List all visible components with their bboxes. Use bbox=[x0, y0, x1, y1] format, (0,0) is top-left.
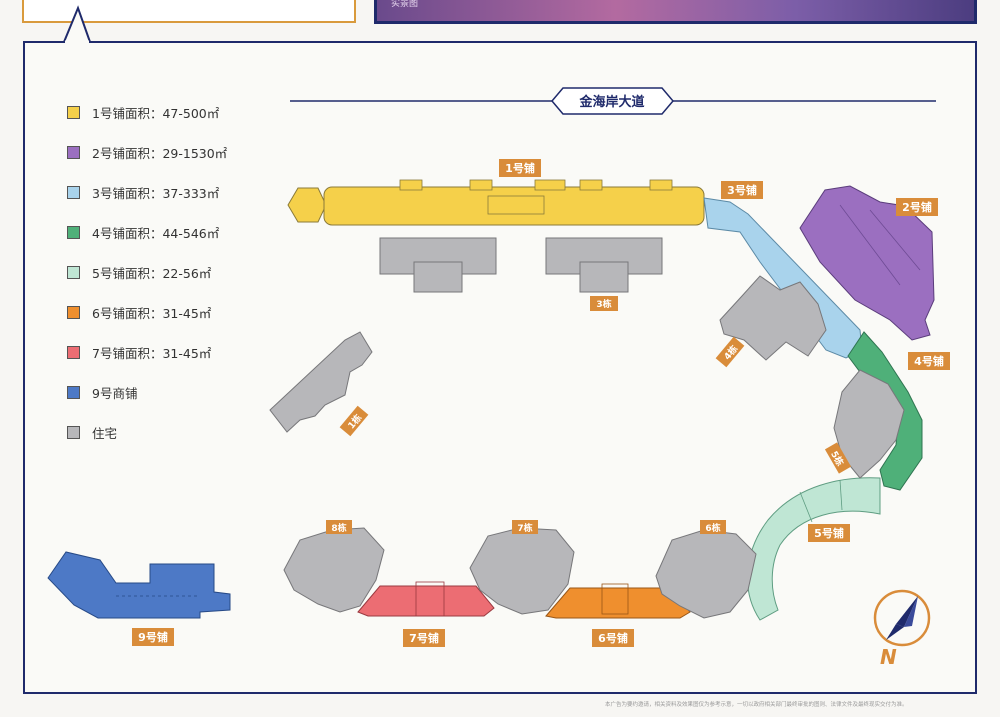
legend-label: 2号铺面积：29-1530㎡ bbox=[92, 145, 228, 161]
svg-text:6栋: 6栋 bbox=[705, 522, 720, 534]
svg-text:7栋: 7栋 bbox=[517, 522, 532, 534]
compass-icon: N bbox=[873, 589, 931, 669]
legend-label: 4号铺面积：44-546㎡ bbox=[92, 225, 220, 241]
legend-item: 2号铺面积：29-1530㎡ bbox=[67, 132, 227, 172]
shop-1-area[interactable] bbox=[287, 179, 705, 226]
residential-building-5 bbox=[833, 369, 905, 479]
building-3-tag: 3栋 bbox=[590, 296, 618, 311]
legend-label: 9号商铺 bbox=[92, 385, 138, 401]
legend-swatch bbox=[67, 105, 80, 119]
shop-4-tag: 4号铺 bbox=[908, 352, 950, 370]
building-8-tag: 8栋 bbox=[326, 520, 352, 534]
svg-text:7号铺: 7号铺 bbox=[409, 631, 439, 645]
road-name: 金海岸大道 bbox=[578, 94, 644, 110]
legend-item: 7号铺面积：31-45㎡ bbox=[67, 332, 227, 372]
svg-text:1号铺: 1号铺 bbox=[505, 161, 535, 175]
legend-label: 7号铺面积：31-45㎡ bbox=[92, 345, 212, 361]
shop-2-area[interactable] bbox=[799, 185, 935, 341]
legend-item: 1号铺面积：47-500㎡ bbox=[67, 92, 227, 132]
shop-3-tag: 3号铺 bbox=[721, 181, 763, 199]
legend: 1号铺面积：47-500㎡ 2号铺面积：29-1530㎡ 3号铺面积：37-333㎡… bbox=[67, 92, 227, 452]
legend-label: 6号铺面积：31-45㎡ bbox=[92, 305, 212, 321]
shop-6-tag: 6号铺 bbox=[592, 629, 634, 647]
building-6-tag: 6栋 bbox=[700, 520, 726, 534]
svg-text:3号铺: 3号铺 bbox=[727, 183, 757, 197]
svg-text:6号铺: 6号铺 bbox=[598, 631, 628, 645]
building-4-tag: 4栋 bbox=[715, 336, 745, 368]
building-1-tag: 1栋 bbox=[339, 405, 369, 437]
residential-building-7 bbox=[469, 527, 575, 615]
legend-item: 5号铺面积：22-56㎡ bbox=[67, 252, 227, 292]
road-jinhaian: 金海岸大道 bbox=[290, 87, 936, 115]
legend-item: 9号商铺 bbox=[67, 372, 227, 412]
legend-item: 6号铺面积：31-45㎡ bbox=[67, 292, 227, 332]
residential-building-3-west bbox=[379, 237, 497, 293]
residential-building-3 bbox=[545, 237, 663, 293]
shop-9-area[interactable] bbox=[47, 551, 231, 619]
building-7-tag: 7栋 bbox=[512, 520, 538, 534]
shop-2-tag: 2号铺 bbox=[896, 198, 938, 216]
legend-item: 4号铺面积：44-546㎡ bbox=[67, 212, 227, 252]
shop-1-tag: 1号铺 bbox=[499, 159, 541, 177]
svg-text:9号铺: 9号铺 bbox=[138, 630, 168, 644]
legend-swatch bbox=[67, 225, 80, 239]
compass-north-letter: N bbox=[880, 645, 897, 669]
legend-swatch bbox=[67, 265, 80, 279]
legend-label: 5号铺面积：22-56㎡ bbox=[92, 265, 212, 281]
shop-5-tag: 5号铺 bbox=[808, 524, 850, 542]
legend-item: 3号铺面积：37-333㎡ bbox=[67, 172, 227, 212]
top-right-photo-strip: 实景图 bbox=[374, 0, 977, 24]
shop-9-tag: 9号铺 bbox=[132, 628, 174, 646]
svg-text:8栋: 8栋 bbox=[331, 522, 346, 534]
svg-text:3栋: 3栋 bbox=[596, 298, 611, 310]
shop-6-area[interactable] bbox=[545, 583, 691, 619]
legend-label: 3号铺面积：37-333㎡ bbox=[92, 185, 220, 201]
legend-swatch bbox=[67, 185, 80, 199]
residential-building-4 bbox=[719, 275, 827, 361]
legend-item: 住宅 bbox=[67, 412, 227, 452]
legend-swatch bbox=[67, 425, 80, 439]
shop-7-area[interactable] bbox=[357, 581, 495, 617]
photo-caption: 实景图 bbox=[391, 0, 419, 9]
residential-building-1 bbox=[269, 331, 373, 433]
residential-building-6 bbox=[655, 529, 757, 619]
footer-disclaimer: 本广告为要约邀请，相关资料及效果图仅为参考示意，一切以政府相关部门最终审批的图则… bbox=[605, 702, 908, 708]
shop-7-tag: 7号铺 bbox=[403, 629, 445, 647]
shop-5-area[interactable] bbox=[747, 477, 881, 621]
svg-text:5号铺: 5号铺 bbox=[814, 526, 844, 540]
legend-label: 住宅 bbox=[92, 425, 118, 441]
residential-building-8 bbox=[283, 527, 385, 613]
legend-swatch bbox=[67, 305, 80, 319]
legend-swatch bbox=[67, 145, 80, 159]
legend-label: 1号铺面积：47-500㎡ bbox=[92, 105, 220, 121]
legend-swatch bbox=[67, 385, 80, 399]
svg-text:4号铺: 4号铺 bbox=[914, 354, 944, 368]
legend-swatch bbox=[67, 345, 80, 359]
svg-text:2号铺: 2号铺 bbox=[902, 200, 932, 214]
top-left-panel bbox=[22, 0, 356, 23]
